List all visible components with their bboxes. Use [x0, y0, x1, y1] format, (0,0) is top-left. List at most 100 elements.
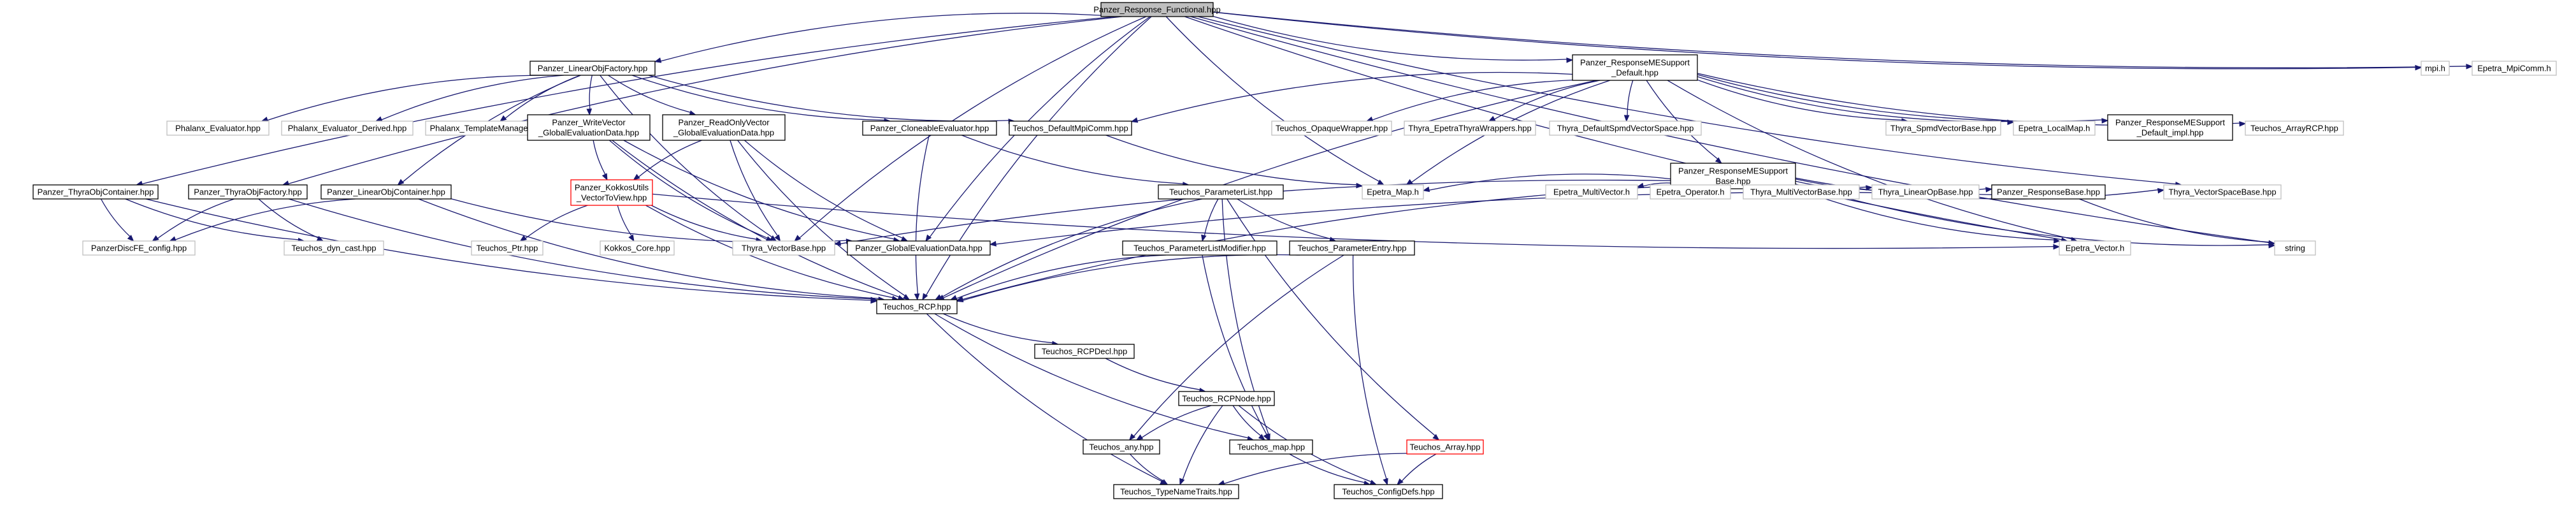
node-box[interactable] [876, 299, 958, 314]
node-box[interactable] [1650, 184, 1731, 200]
node-TPE[interactable]: Teuchos_ParameterEntry.hpp [1289, 240, 1415, 256]
node-box[interactable] [1034, 344, 1135, 359]
node-box[interactable] [1545, 184, 1638, 200]
node-ROVGED[interactable]: Panzer_ReadOnlyVector_GlobalEvaluationDa… [662, 114, 786, 141]
node-any[interactable]: Teuchos_any.hpp [1083, 439, 1160, 455]
node-TARCP[interactable]: Teuchos_ArrayRCP.hpp [2245, 121, 2344, 136]
node-box[interactable] [471, 240, 543, 256]
node-TOW[interactable]: Teuchos_OpaqueWrapper.hpp [1271, 121, 1392, 136]
node-box[interactable] [2245, 121, 2344, 136]
node-box[interactable] [82, 240, 196, 256]
node-box[interactable] [1100, 2, 1214, 17]
node-KC[interactable]: Kokkos_Core.hpp [600, 240, 675, 256]
node-box[interactable] [847, 240, 991, 256]
node-box[interactable] [1113, 484, 1239, 499]
node-TDC[interactable]: Teuchos_dyn_cast.hpp [284, 240, 384, 256]
node-TOC[interactable]: Panzer_ThyraObjContainer.hpp [32, 184, 159, 200]
node-RB[interactable]: Panzer_ResponseBase.hpp [1991, 184, 2106, 200]
node-box[interactable] [1871, 184, 1980, 200]
node-box[interactable] [1229, 439, 1313, 455]
edge-line [258, 198, 319, 238]
node-LOC[interactable]: Panzer_LinearObjContainer.hpp [320, 184, 452, 200]
node-WVGED[interactable]: Panzer_WriteVector_GlobalEvaluationData.… [527, 114, 651, 141]
node-mpi[interactable]: mpi.h [2421, 61, 2450, 76]
node-box[interactable] [1009, 121, 1132, 136]
node-box[interactable] [2274, 240, 2316, 256]
node-RCP[interactable]: Teuchos_RCP.hpp [876, 299, 958, 314]
node-PhxTM[interactable]: Phalanx_TemplateManager.hpp [425, 121, 551, 136]
node-box[interactable] [1404, 121, 1536, 136]
node-box[interactable] [662, 114, 786, 141]
node-root[interactable]: Panzer_Response_Functional.hpp [1093, 2, 1221, 17]
node-box[interactable] [1334, 484, 1443, 499]
node-box[interactable] [527, 114, 651, 141]
node-box[interactable] [2421, 61, 2450, 76]
node-TVB[interactable]: Thyra_VectorBase.hpp [732, 240, 835, 256]
node-box[interactable] [284, 240, 384, 256]
node-KUV[interactable]: Panzer_KokkosUtils_VectorToView.hpp [570, 179, 653, 206]
node-RMES[interactable]: Panzer_ResponseMESupport_Default.hpp [1572, 54, 1698, 81]
node-TPLM[interactable]: Teuchos_ParameterListModifier.hpp [1122, 240, 1277, 256]
node-EMV[interactable]: Epetra_MultiVector.h [1545, 184, 1638, 200]
node-ELM[interactable]: Epetra_LocalMap.h [2013, 121, 2096, 136]
node-box[interactable] [166, 121, 270, 136]
node-box[interactable] [1991, 184, 2106, 200]
node-box[interactable] [1158, 184, 1284, 200]
node-box[interactable] [1178, 391, 1275, 406]
node-box[interactable] [570, 179, 653, 206]
node-box[interactable] [1743, 184, 1860, 200]
node-box[interactable] [1572, 54, 1698, 81]
node-GED[interactable]: Panzer_GlobalEvaluationData.hpp [847, 240, 991, 256]
node-TPtr[interactable]: Teuchos_Ptr.hpp [471, 240, 543, 256]
node-TPL[interactable]: Teuchos_ParameterList.hpp [1158, 184, 1284, 200]
node-EOp[interactable]: Epetra_Operator.h [1650, 184, 1731, 200]
node-TDSVS[interactable]: Thyra_DefaultSpmdVectorSpace.hpp [1549, 121, 1702, 136]
node-box[interactable] [1885, 121, 2001, 136]
node-EMap[interactable]: Epetra_Map.h [1362, 184, 1424, 200]
node-box[interactable] [2059, 240, 2131, 256]
node-TOF[interactable]: Panzer_ThyraObjFactory.hpp [188, 184, 308, 200]
node-box[interactable] [2163, 184, 2282, 200]
node-CloneEval[interactable]: Panzer_CloneableEvaluator.hpp [862, 121, 997, 136]
node-box[interactable] [862, 121, 997, 136]
node-map[interactable]: Teuchos_map.hpp [1229, 439, 1313, 455]
node-box[interactable] [32, 184, 159, 200]
node-box[interactable] [1122, 240, 1277, 256]
node-box[interactable] [2472, 61, 2557, 76]
node-box[interactable] [529, 61, 656, 76]
node-PhxEvalD[interactable]: Phalanx_Evaluator_Derived.hpp [281, 121, 414, 136]
node-RCPNode[interactable]: Teuchos_RCPNode.hpp [1178, 391, 1275, 406]
node-box[interactable] [1362, 184, 1424, 200]
node-CD[interactable]: Teuchos_ConfigDefs.hpp [1334, 484, 1443, 499]
node-box[interactable] [2107, 114, 2233, 141]
node-TDMC[interactable]: Teuchos_DefaultMpiComm.hpp [1009, 121, 1132, 136]
node-TLOB[interactable]: Thyra_LinearOpBase.hpp [1871, 184, 1980, 200]
node-PDFC[interactable]: PanzerDiscFE_config.hpp [82, 240, 196, 256]
node-TArr[interactable]: Teuchos_Array.hpp [1406, 439, 1484, 455]
node-box[interactable] [1670, 163, 1796, 189]
node-box[interactable] [320, 184, 452, 200]
node-box[interactable] [732, 240, 835, 256]
node-TVSB[interactable]: Thyra_VectorSpaceBase.hpp [2163, 184, 2282, 200]
node-PhxEval[interactable]: Phalanx_Evaluator.hpp [166, 121, 270, 136]
node-TNT[interactable]: Teuchos_TypeNameTraits.hpp [1113, 484, 1239, 499]
node-box[interactable] [188, 184, 308, 200]
node-box[interactable] [2013, 121, 2096, 136]
node-box[interactable] [1271, 121, 1392, 136]
node-EV[interactable]: Epetra_Vector.h [2059, 240, 2131, 256]
node-box[interactable] [1406, 439, 1484, 455]
node-EMpiComm[interactable]: Epetra_MpiComm.h [2472, 61, 2557, 76]
node-TSVB[interactable]: Thyra_SpmdVectorBase.hpp [1885, 121, 2001, 136]
node-box[interactable] [1083, 439, 1160, 455]
node-TETW[interactable]: Thyra_EpetraThyraWrappers.hpp [1404, 121, 1536, 136]
node-box[interactable] [1549, 121, 1702, 136]
node-box[interactable] [281, 121, 414, 136]
node-box[interactable] [1289, 240, 1415, 256]
node-LOF[interactable]: Panzer_LinearObjFactory.hpp [529, 61, 656, 76]
node-TMVB[interactable]: Thyra_MultiVectorBase.hpp [1743, 184, 1860, 200]
node-str[interactable]: string [2274, 240, 2316, 256]
node-RMESDI[interactable]: Panzer_ResponseMESupport_Default_impl.hp… [2107, 114, 2233, 141]
node-RCPDecl[interactable]: Teuchos_RCPDecl.hpp [1034, 344, 1135, 359]
node-box[interactable] [600, 240, 675, 256]
